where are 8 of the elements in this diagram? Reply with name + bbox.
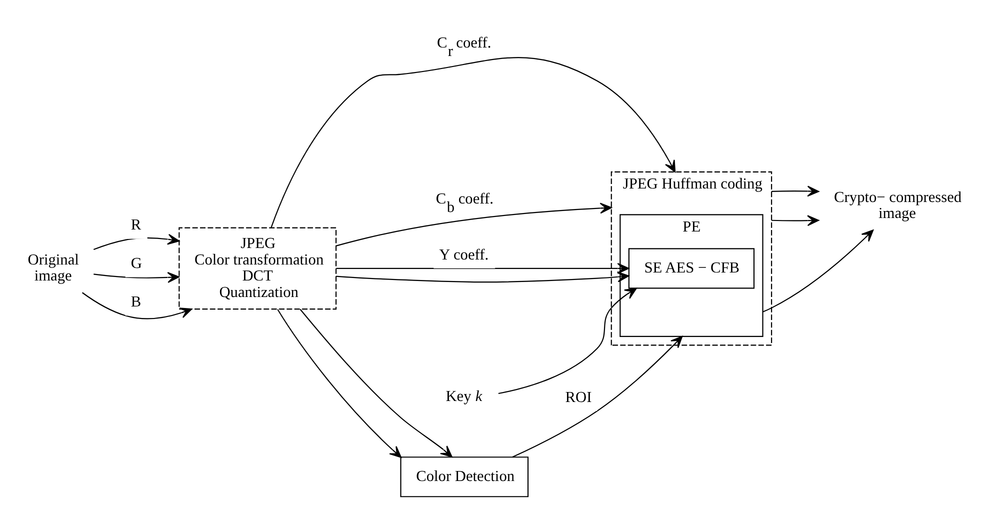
edge-label: G	[130, 255, 142, 272]
node-text: Crypto− compressed image	[834, 188, 962, 222]
node-text: Original image	[28, 251, 79, 285]
edge-label: R	[130, 216, 142, 234]
edge-label: Y coeff.	[439, 246, 489, 264]
edge-label: ROI	[565, 388, 592, 406]
node-text: Key k	[446, 388, 482, 405]
edge-label: B	[130, 294, 142, 310]
